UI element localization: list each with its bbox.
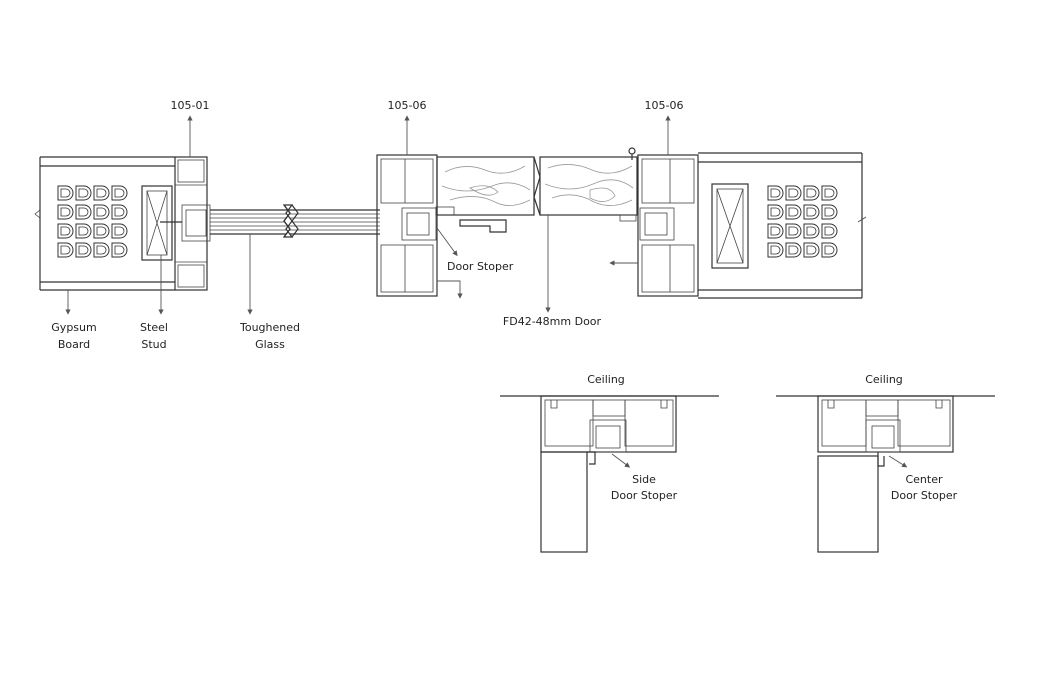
label-door-stoper: Door Stoper (447, 260, 514, 273)
label-center-1: Center (905, 473, 943, 486)
label-stud-2: Stud (141, 338, 166, 351)
label-door: FD42-48mm Door (503, 315, 602, 328)
insulation-pattern (57, 185, 128, 258)
right-wall (698, 152, 867, 299)
label-stud-1: Steel (140, 321, 168, 334)
steel-stud (141, 185, 173, 261)
profile-105-01 (160, 156, 211, 291)
label-ceiling-right: Ceiling (865, 373, 903, 386)
door-leaf (436, 147, 638, 233)
detail-side-stoper (500, 395, 719, 553)
label-105-06-mid: 105-06 (388, 99, 427, 112)
label-105-06-right: 105-06 (645, 99, 684, 112)
detail-center-stoper (776, 395, 995, 553)
toughened-glass (210, 204, 380, 238)
label-center-2: Door Stoper (891, 489, 958, 502)
leader-arrows (65, 115, 671, 315)
label-ceiling-left: Ceiling (587, 373, 625, 386)
label-glass-2: Glass (255, 338, 285, 351)
label-105-01: 105-01 (171, 99, 210, 112)
left-wall (34, 156, 175, 291)
insulation-pattern-right (767, 185, 838, 258)
label-side-2: Door Stoper (611, 489, 678, 502)
label-gypsum-1: Gypsum (51, 321, 96, 334)
label-gypsum-2: Board (58, 338, 90, 351)
steel-stud-right (711, 183, 749, 269)
label-side-1: Side (632, 473, 656, 486)
label-glass-1: Toughened (239, 321, 300, 334)
profile-105-06-right (637, 154, 699, 297)
profile-105-06-middle (376, 154, 455, 297)
